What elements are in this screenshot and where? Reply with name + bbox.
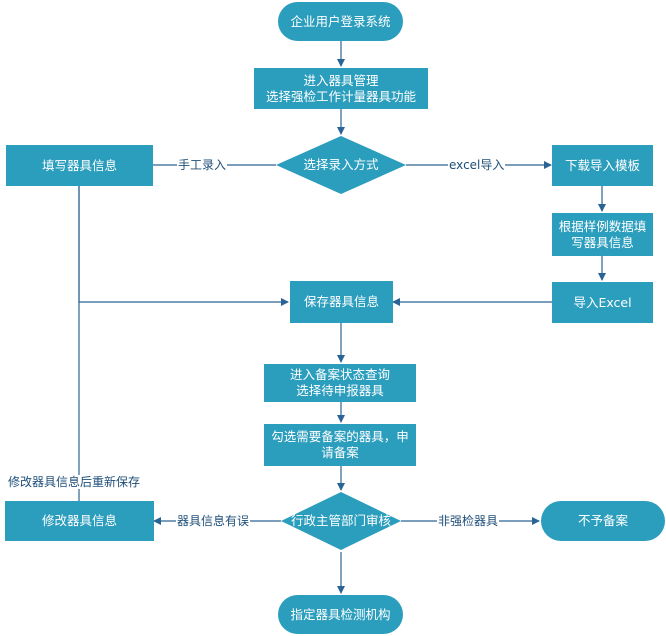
arrow-manual-save: [78, 186, 289, 306]
label-download: 下载导入模板: [564, 157, 640, 173]
node-import-excel: [552, 282, 653, 323]
label-modify: 修改器具信息: [41, 513, 117, 528]
node-modify: [5, 501, 154, 541]
label-query: 进入备案状态查询 选择待申报器具: [289, 367, 390, 398]
node-manual-fill: [6, 145, 153, 186]
edge-label-manual: 手工录入: [177, 158, 228, 172]
node-save: [290, 281, 393, 323]
node-choose: [276, 136, 406, 194]
label-reject: 不予备案: [577, 513, 628, 528]
nodes: [5, 2, 665, 634]
label-review: 行政主管部门审核: [290, 513, 391, 528]
edge-label-excel: excel导入: [448, 158, 506, 172]
node-download: [552, 145, 653, 186]
node-login: [278, 2, 403, 41]
label-apply: 勾选需要备案的器具，申 请备案: [271, 429, 409, 460]
edge-label-nonmandatory: 非强检器具: [437, 514, 500, 528]
label-enter: 进入器具管理 选择强检工作计量器具功能: [265, 72, 416, 104]
node-reject: [541, 501, 665, 541]
label-choose: 选择录入方式: [303, 157, 379, 172]
edge-label-resave: 修改器具信息后重新保存: [7, 475, 142, 489]
label-manual-fill: 填写器具信息: [41, 157, 117, 173]
node-apply: [264, 424, 416, 466]
label-login: 企业用户登录系统: [290, 13, 391, 29]
node-fill-sample: [552, 213, 653, 256]
label-save: 保存器具信息: [303, 294, 379, 309]
edge-label-error: 器具信息有误: [176, 514, 251, 528]
label-import-excel: 导入Excel: [573, 294, 632, 310]
node-assign: [278, 595, 403, 634]
label-assign: 指定器具检测机构: [290, 606, 391, 622]
node-enter: [254, 68, 428, 109]
node-query: [264, 364, 416, 402]
node-review: [281, 492, 401, 550]
label-fill-sample: 根据样例数据填 写器具信息: [558, 218, 647, 250]
